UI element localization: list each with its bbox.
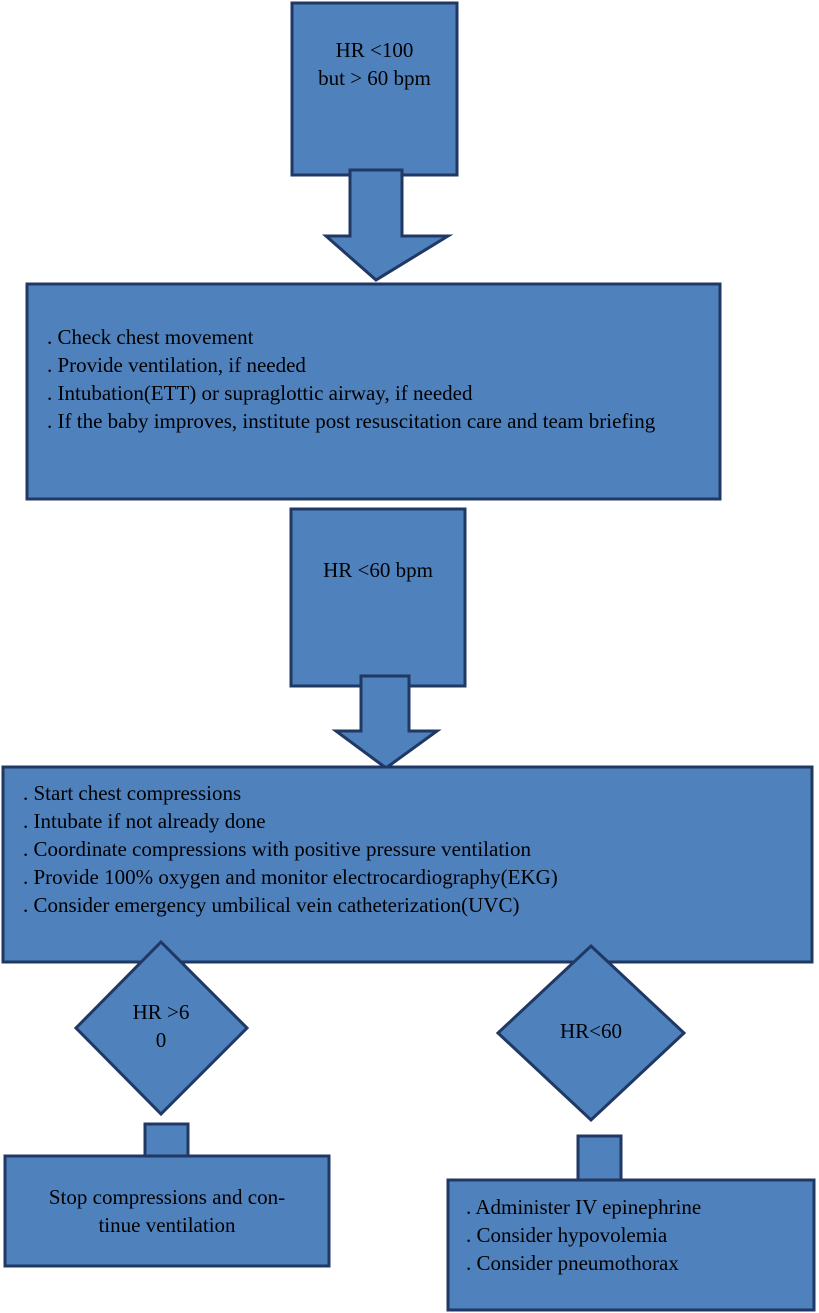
stop-compressions-box [3,1154,331,1268]
stop-compressions-text: Stop compressions and con- tinue ventila… [5,1183,329,1239]
compression-step: . Start chest compressions [23,781,242,805]
compression-step: . Consider emergency umbilical vein cath… [23,893,520,917]
connector-left [143,1122,190,1158]
decision-hr-above-60-text: HR >6 0 [111,998,211,1054]
decision-diamond-hr-below-60 [495,943,687,1123]
hr-60-text: HR <60 bpm [291,556,465,584]
ventilation-steps-box [25,282,722,501]
hr-100-line-1: HR <100 [335,38,414,62]
decision-hr-below-60-text: HR<60 [541,1017,641,1045]
epinephrine-steps-text: . Administer IV epinephrine . Consider h… [466,1193,806,1277]
compression-steps-box [1,765,814,964]
hr-60-box [289,507,467,688]
epinephrine-steps-box [446,1178,816,1312]
decision-diamond-hr-above-60 [73,939,250,1117]
compression-step: . Coordinate compressions with positive … [23,837,531,861]
hr-60-label: HR <60 bpm [323,558,433,582]
stop-compressions-line-2: tinue ventilation [98,1213,236,1237]
ventilation-step-last: . If the baby improves, institute post r… [47,409,656,433]
decision-hr-above-60-line-2: 0 [155,1028,167,1052]
hr-100-line-2: but > 60 bpm [318,66,431,90]
compression-steps-text: . Start chest compressions . Intubate if… [23,779,803,919]
compression-step: . Intubate if not already done [23,809,266,833]
ventilation-step: . Intubation(ETT) or supraglottic airway… [47,381,473,405]
ventilation-steps-text: . Check chest movement . Provide ventila… [47,323,700,435]
stop-compressions-line-1: Stop compressions and con- [48,1185,286,1209]
epinephrine-step: . Administer IV epinephrine [466,1195,702,1219]
arrow-down-2 [331,674,442,770]
hr-100-box [290,1,459,177]
decision-hr-above-60-line-1: HR >6 [132,1000,190,1024]
ventilation-step: . Provide ventilation, if needed [47,353,306,377]
connector-right [576,1134,623,1182]
ventilation-step: . Check chest movement [47,325,254,349]
epinephrine-step: . Consider hypovolemia [466,1223,668,1247]
hr-100-text: HR <100 but > 60 bpm [292,36,457,92]
compression-step: . Provide 100% oxygen and monitor electr… [23,865,558,889]
epinephrine-step: . Consider pneumothorax [466,1251,679,1275]
decision-hr-below-60-label: HR<60 [559,1019,622,1043]
arrow-down-1 [322,168,454,282]
